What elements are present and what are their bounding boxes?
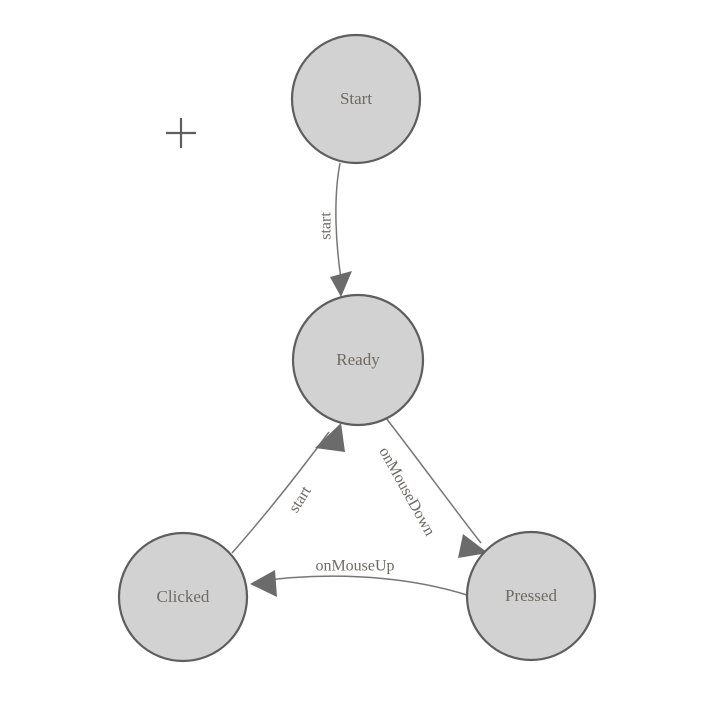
arrowhead-pressed-to-clicked — [250, 570, 277, 597]
state-node-label-clicked: Clicked — [157, 587, 210, 606]
state-node-label-ready: Ready — [336, 350, 380, 369]
state-node-label-start: Start — [340, 89, 372, 108]
edge-line-start-to-ready — [335, 162, 342, 280]
arrowhead-ready-to-pressed — [458, 534, 488, 558]
state-node-clicked[interactable]: Clicked — [117, 531, 249, 663]
state-node-circle-ready[interactable] — [291, 293, 425, 427]
arrowhead-start-to-ready — [330, 271, 352, 297]
state-node-start[interactable]: Start — [290, 33, 422, 165]
arrowhead-clicked-to-ready — [315, 423, 345, 452]
edges-layer — [231, 162, 488, 597]
edge-line-pressed-to-clicked — [253, 575, 468, 596]
edge-label-ready-to-pressed: onMouseDown — [375, 444, 438, 539]
edge-label-clicked-to-ready: start — [286, 483, 315, 516]
state-node-circle-start[interactable] — [290, 33, 422, 165]
state-node-pressed[interactable]: Pressed — [465, 530, 597, 662]
edge-label-pressed-to-clicked: onMouseUp — [315, 558, 394, 575]
edge-ready-to-pressed[interactable] — [385, 417, 488, 558]
edge-line-ready-to-pressed — [385, 417, 482, 544]
state-node-circle-pressed[interactable] — [465, 530, 597, 662]
edge-pressed-to-clicked[interactable] — [250, 570, 468, 597]
edge-start-to-ready[interactable] — [330, 162, 352, 297]
state-node-circle-clicked[interactable] — [117, 531, 249, 663]
edge-clicked-to-ready[interactable] — [231, 423, 345, 554]
edge-label-start-to-ready: start — [318, 212, 335, 240]
plus-marker — [166, 118, 196, 148]
state-node-ready[interactable]: Ready — [291, 293, 425, 427]
state-node-label-pressed: Pressed — [505, 586, 557, 605]
